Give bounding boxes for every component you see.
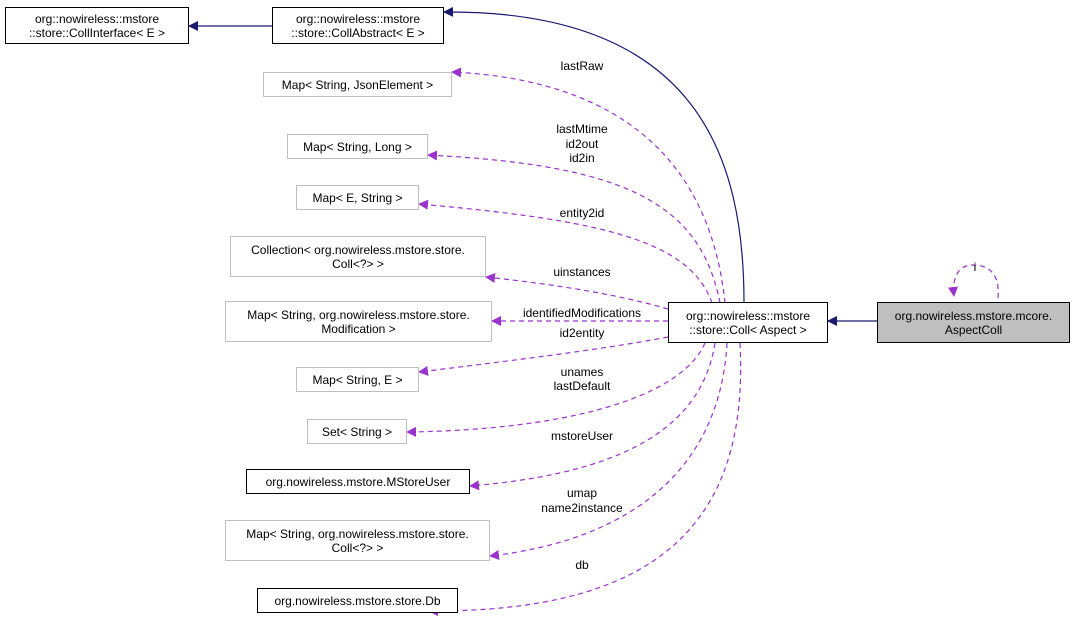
edge-lastraw	[451, 67, 726, 304]
svg-text:i: i	[974, 260, 977, 274]
edge-uinstances	[485, 272, 669, 310]
node-map-coll-line-1: Map< String, org.nowireless.mstore.store…	[246, 526, 469, 541]
svg-text:id2in: id2in	[569, 151, 594, 165]
node-collection-coll-line-2: Coll<?> >	[332, 256, 384, 271]
edge-label-lastraw: lastRaw	[561, 59, 604, 73]
node-mstore-user[interactable]: org.nowireless.mstore.MStoreUser	[246, 469, 470, 494]
edge-label-unames: unames lastDefault	[554, 365, 611, 393]
node-coll-interface-line-1: org::nowireless::mstore	[34, 11, 160, 26]
node-map-long[interactable]: Map< String, Long >	[287, 134, 428, 159]
edge-entity2id	[418, 199, 713, 304]
edge-self-i	[948, 264, 999, 299]
node-map-modification[interactable]: Map< String, org.nowireless.mstore.store…	[225, 301, 492, 342]
svg-text:lastMtime: lastMtime	[556, 122, 608, 136]
svg-text:db: db	[575, 558, 589, 572]
svg-text:uinstances: uinstances	[553, 265, 610, 279]
node-db-line-1: org.nowireless.mstore.store.Db	[274, 593, 441, 608]
node-coll-aspect[interactable]: org::nowireless::mstore ::store::Coll< A…	[668, 302, 828, 343]
svg-text:lastDefault: lastDefault	[554, 379, 611, 393]
node-mstore-user-line-1: org.nowireless.mstore.MStoreUser	[265, 474, 451, 489]
svg-text:entity2id: entity2id	[560, 206, 605, 220]
node-map-modification-line-1: Map< String, org.nowireless.mstore.store…	[247, 307, 470, 322]
node-map-e-string[interactable]: Map< E, String >	[296, 185, 419, 210]
node-db[interactable]: org.nowireless.mstore.store.Db	[257, 588, 458, 613]
node-collection-coll-line-1: Collection< org.nowireless.mstore.store.	[251, 242, 465, 257]
edge-label-entity2id: entity2id	[560, 206, 605, 220]
node-coll-abstract[interactable]: org::nowireless::mstore ::store::CollAbs…	[272, 7, 444, 44]
edge-coll-to-collabstract	[443, 6, 745, 304]
node-map-long-line-1: Map< String, Long >	[303, 139, 412, 154]
node-set-string-line-1: Set< String >	[321, 424, 393, 439]
edge-label-identifiedmodifications: identifiedModifications	[523, 306, 641, 320]
svg-text:name2instance: name2instance	[541, 501, 623, 515]
edge-lastmtime	[427, 150, 721, 304]
edge-umap	[489, 342, 728, 560]
node-map-e-string-line-1: Map< E, String >	[312, 190, 403, 205]
node-coll-aspect-line-2: ::store::Coll< Aspect >	[689, 322, 807, 337]
svg-text:id2out: id2out	[566, 137, 599, 151]
node-collection-coll[interactable]: Collection< org.nowireless.mstore.store.…	[230, 236, 486, 277]
node-map-string-e-line-1: Map< String, E >	[312, 372, 403, 387]
node-map-json-line-1: Map< String, JsonElement >	[281, 77, 434, 92]
edge-label-lastmtime: lastMtime id2out id2in	[556, 122, 608, 165]
svg-text:unames: unames	[561, 365, 604, 379]
svg-text:mstoreUser: mstoreUser	[551, 429, 613, 443]
node-map-coll[interactable]: Map< String, org.nowireless.mstore.store…	[225, 520, 490, 561]
node-set-string[interactable]: Set< String >	[307, 419, 407, 444]
node-aspect-coll-line-1: org.nowireless.mstore.mcore.	[894, 308, 1053, 323]
node-map-string-e[interactable]: Map< String, E >	[296, 367, 419, 392]
edge-label-uinstances: uinstances	[553, 265, 610, 279]
node-coll-abstract-line-2: ::store::CollAbstract< E >	[291, 25, 425, 40]
edge-unames	[406, 342, 706, 437]
edge-label-umap: umap name2instance	[541, 486, 623, 515]
edge-label-self-i: i	[974, 260, 977, 274]
node-coll-aspect-line-1: org::nowireless::mstore	[685, 308, 811, 323]
svg-text:id2entity: id2entity	[560, 326, 605, 340]
svg-text:lastRaw: lastRaw	[561, 59, 604, 73]
edge-id2entity	[418, 336, 669, 376]
node-map-json[interactable]: Map< String, JsonElement >	[263, 72, 452, 97]
node-map-modification-line-2: Modification >	[321, 321, 396, 336]
svg-text:identifiedModifications: identifiedModifications	[523, 306, 641, 320]
edge-label-db: db	[575, 558, 589, 572]
node-coll-abstract-line-1: org::nowireless::mstore	[295, 11, 421, 26]
svg-text:umap: umap	[567, 486, 597, 500]
edge-label-id2entity: id2entity	[560, 326, 605, 340]
node-coll-interface[interactable]: org::nowireless::mstore ::store::CollInt…	[5, 7, 189, 44]
node-map-coll-line-2: Coll<?> >	[331, 540, 384, 555]
edge-mstoreuser	[469, 342, 716, 491]
node-coll-interface-line-2: ::store::CollInterface< E >	[28, 25, 166, 40]
node-aspect-coll[interactable]: org.nowireless.mstore.mcore. AspectColl	[877, 302, 1070, 343]
edge-label-mstoreuser: mstoreUser	[551, 429, 613, 443]
node-aspect-coll-line-2: AspectColl	[944, 322, 1003, 337]
